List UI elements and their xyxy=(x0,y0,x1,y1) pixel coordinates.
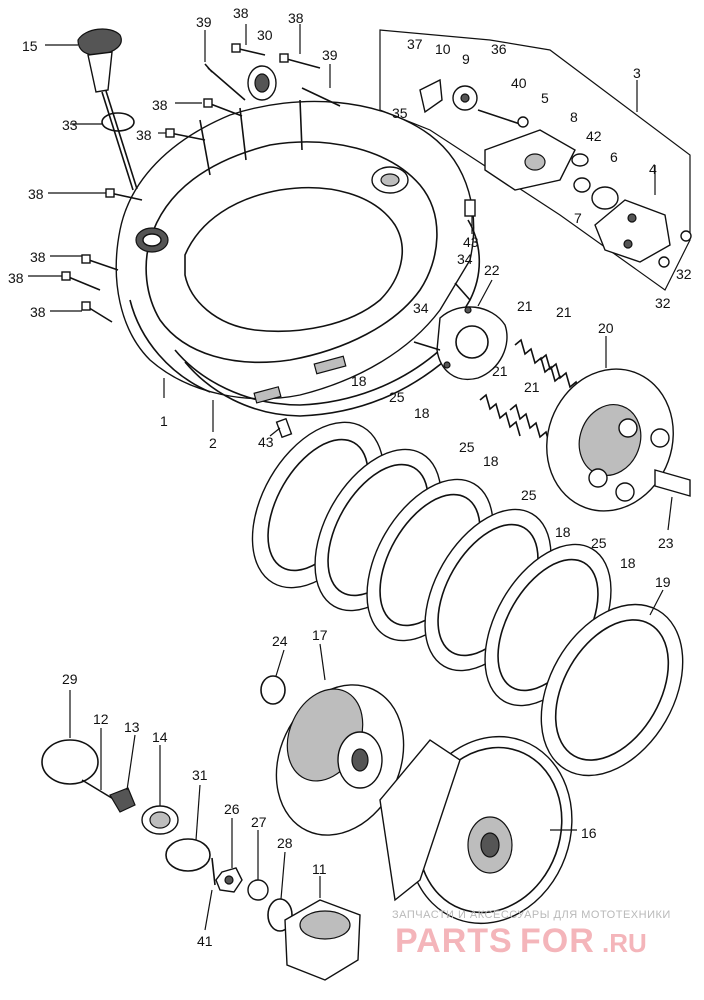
callout-21: 21 xyxy=(556,304,572,320)
callout-28: 28 xyxy=(277,835,293,851)
callout-3: 3 xyxy=(633,65,641,81)
lifter-plate xyxy=(413,282,508,380)
oil-pump-assembly xyxy=(379,29,692,291)
callout-41: 41 xyxy=(197,933,213,949)
callout-43: 43 xyxy=(258,434,274,450)
callout-32: 32 xyxy=(655,295,671,311)
callout-18: 18 xyxy=(351,373,367,389)
clutch-springs xyxy=(479,338,581,447)
callout-34: 34 xyxy=(457,251,473,267)
callout-19: 19 xyxy=(655,574,671,590)
callout-16: 16 xyxy=(581,825,597,841)
callout-38: 38 xyxy=(233,5,249,21)
callout-38: 38 xyxy=(152,97,168,113)
callout-25: 25 xyxy=(521,487,537,503)
callout-24: 24 xyxy=(272,633,288,649)
callout-30: 30 xyxy=(257,27,273,43)
callout-4: 4 xyxy=(649,161,657,177)
bolts-and-pins xyxy=(61,43,476,439)
callout-37: 37 xyxy=(407,36,423,52)
callout-1: 1 xyxy=(160,413,168,429)
callout-10: 10 xyxy=(435,41,451,57)
callout-31: 31 xyxy=(192,767,208,783)
leader-lines xyxy=(28,24,673,931)
callout-22: 22 xyxy=(484,262,500,278)
friction-and-steel-plates xyxy=(251,421,684,777)
watermark-brand-suffix: .RU xyxy=(602,928,647,958)
callout-25: 25 xyxy=(389,389,405,405)
callout-5: 5 xyxy=(541,90,549,106)
callout-6: 6 xyxy=(610,149,618,165)
callout-14: 14 xyxy=(152,729,168,745)
callout-21: 21 xyxy=(517,298,533,314)
cover-gasket xyxy=(174,219,481,417)
callout-20: 20 xyxy=(598,320,614,336)
nut-washers-sleeve xyxy=(215,867,361,981)
callout-21: 21 xyxy=(492,363,508,379)
callout-40: 40 xyxy=(511,75,527,91)
callout-18: 18 xyxy=(555,524,571,540)
callout-36: 36 xyxy=(491,41,507,57)
callout-39: 39 xyxy=(196,14,212,30)
watermark-brand-mid: FOR xyxy=(520,922,595,960)
callout-2: 2 xyxy=(209,435,217,451)
callout-34: 34 xyxy=(413,300,429,316)
callout-8: 8 xyxy=(570,109,578,125)
callout-23: 23 xyxy=(658,535,674,551)
callout-43: 43 xyxy=(463,234,479,250)
callout-35: 35 xyxy=(392,105,408,121)
callout-15: 15 xyxy=(22,38,38,54)
callout-33: 33 xyxy=(62,117,78,133)
callout-42: 42 xyxy=(586,128,602,144)
callout-21: 21 xyxy=(524,379,540,395)
release-mechanism xyxy=(41,739,216,886)
callout-38: 38 xyxy=(28,186,44,202)
callout-38: 38 xyxy=(136,127,152,143)
callout-26: 26 xyxy=(224,801,240,817)
watermark-brand-left: PARTS xyxy=(395,922,513,960)
callout-38: 38 xyxy=(8,270,24,286)
pressure-plate xyxy=(546,368,691,512)
watermark-caption: ЗАПЧАСТИ И АКСЕССУАРЫ ДЛЯ МОТОТЕХНИКИ xyxy=(392,909,671,921)
oil-filler-cap-dipstick xyxy=(77,28,138,191)
callout-13: 13 xyxy=(124,719,140,735)
callout-17: 17 xyxy=(312,627,328,643)
callout-7: 7 xyxy=(574,210,582,226)
callout-25: 25 xyxy=(459,439,475,455)
callout-32: 32 xyxy=(676,266,692,282)
callout-29: 29 xyxy=(62,671,78,687)
callout-11: 11 xyxy=(312,861,327,877)
clutch-center xyxy=(260,675,405,836)
callout-18: 18 xyxy=(483,453,499,469)
callout-25: 25 xyxy=(591,535,607,551)
watermark: ЗАПЧАСТИ И АКСЕССУАРЫ ДЛЯ МОТОТЕХНИКИ PA… xyxy=(392,909,671,960)
callout-27: 27 xyxy=(251,814,267,830)
callout-38: 38 xyxy=(30,249,46,265)
callout-12: 12 xyxy=(93,711,109,727)
callout-38: 38 xyxy=(288,10,304,26)
callout-9: 9 xyxy=(462,51,470,67)
clutch-outer-housing xyxy=(379,735,573,925)
callout-38: 38 xyxy=(30,304,46,320)
crankcase-cover xyxy=(115,99,475,400)
callout-18: 18 xyxy=(414,405,430,421)
callout-39: 39 xyxy=(322,47,338,63)
callout-18: 18 xyxy=(620,555,636,571)
callout-labels: 1 2 3 4 5 6 7 8 9 10 11 12 13 14 15 16 1… xyxy=(8,5,692,949)
